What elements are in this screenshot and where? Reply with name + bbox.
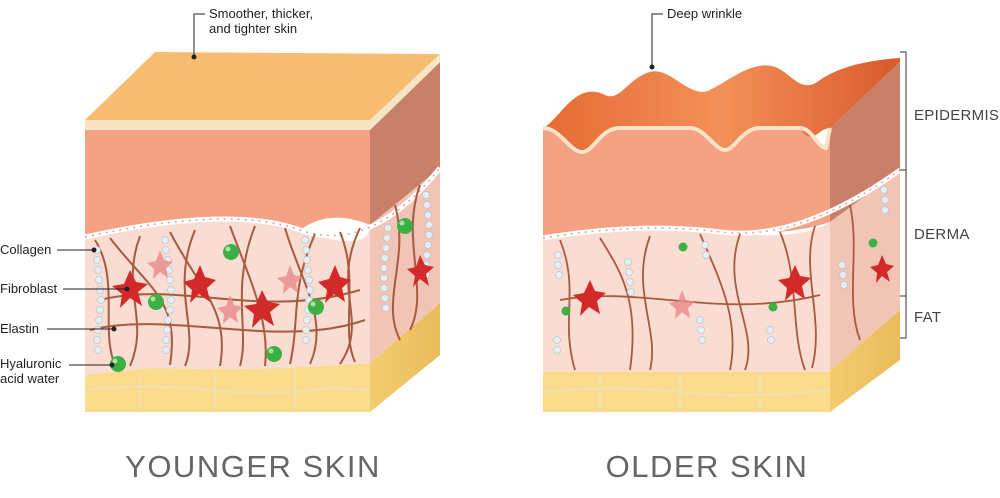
title-younger-skin: YOUNGER SKIN [125, 449, 381, 484]
label-fibroblast: Fibroblast [0, 281, 57, 296]
younger-fat-side [370, 303, 440, 412]
older-fat-side [830, 310, 900, 412]
label-collagen: Collagen [0, 242, 51, 257]
younger-epidermis-side [370, 62, 440, 225]
callout-smoother-line2: and tighter skin [209, 21, 297, 36]
callout-smoother-line1: Smoother, thicker, [209, 6, 313, 21]
older-hyaluronic-droplets [561, 238, 878, 316]
older-elastin-fragments [553, 186, 889, 354]
callout-deep-wrinkle: Deep wrinkle [667, 6, 742, 21]
younger-hyaluronic-droplets [110, 218, 413, 372]
younger-fat-front [85, 363, 370, 412]
label-hyaluronic-line2: acid water [0, 371, 60, 386]
younger-epidermis-top [85, 52, 440, 120]
label-hyaluronic-line1: Hyaluronic [0, 356, 62, 371]
older-wrinkled-surface [543, 58, 900, 152]
older-skin-block [542, 58, 902, 412]
younger-fibroblasts [112, 255, 434, 328]
younger-derma-front [85, 219, 370, 375]
younger-epidermis-front [85, 130, 370, 237]
layer-label-derma: DERMA [914, 226, 970, 243]
layer-label-epidermis: EPIDERMIS [914, 107, 999, 124]
older-derma-front [543, 222, 830, 372]
layer-label-fat: FAT [914, 309, 941, 326]
older-derma-side [830, 170, 900, 370]
title-older-skin: OLDER SKIN [606, 449, 809, 484]
older-fibroblasts [573, 255, 894, 316]
younger-skin-block [84, 52, 442, 412]
layer-bracket [900, 51, 907, 339]
label-elastin: Elastin [0, 321, 39, 336]
older-epidermis-front [543, 128, 830, 238]
